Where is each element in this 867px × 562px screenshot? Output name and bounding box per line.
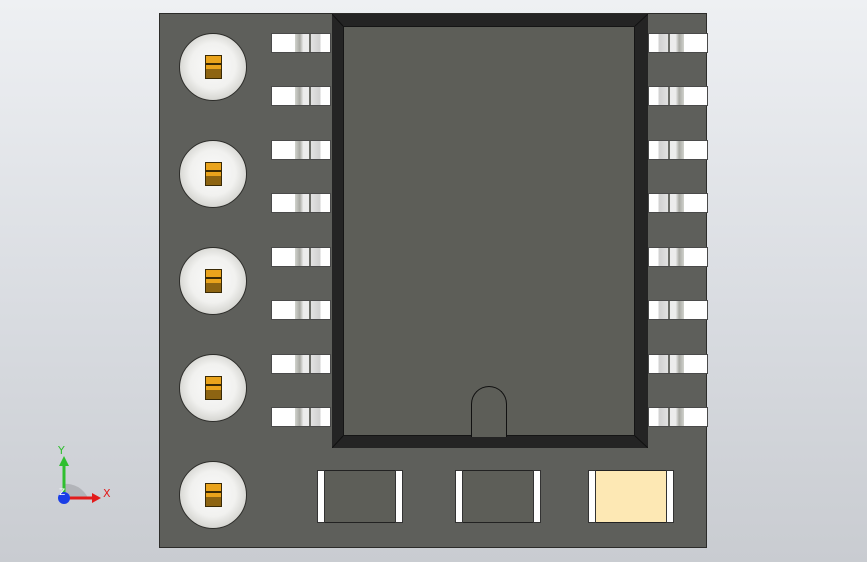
ic-pin-right-7[interactable] (648, 354, 708, 374)
z-axis-icon (58, 492, 70, 504)
smd-resistor-2[interactable] (455, 470, 541, 523)
ic-pin-left-8[interactable] (271, 407, 331, 427)
y-axis-label: Y (57, 444, 65, 457)
smd-end-cap (588, 470, 596, 523)
smd-end-cap (666, 470, 674, 523)
y-arrow-icon (59, 456, 69, 466)
led-die-icon (205, 269, 222, 293)
ic-pin-right-2[interactable] (648, 86, 708, 106)
ic-pin-left-2[interactable] (271, 86, 331, 106)
ic-pin-left-6[interactable] (271, 300, 331, 320)
smd-end-cap (317, 470, 325, 523)
smd-end-cap (533, 470, 541, 523)
ic-pin-left-1[interactable] (271, 33, 331, 53)
led-2[interactable] (179, 140, 247, 208)
led-die-icon (205, 162, 222, 186)
x-arrow-icon (92, 493, 101, 503)
led-die-icon (205, 55, 222, 79)
ic-pin-right-6[interactable] (648, 300, 708, 320)
ic-pin-right-3[interactable] (648, 140, 708, 160)
led-1[interactable] (179, 33, 247, 101)
led-die-icon (205, 376, 222, 400)
triad-plane-icon (64, 483, 88, 498)
smd-resistor-3-selected[interactable] (588, 470, 674, 523)
led-die-icon (205, 483, 222, 507)
x-axis-label: X (103, 487, 111, 500)
ic-top-face[interactable] (343, 26, 635, 436)
led-5[interactable] (179, 461, 247, 529)
coordinate-triad[interactable]: Y X Z (40, 438, 120, 518)
ic-pin-left-3[interactable] (271, 140, 331, 160)
smd-resistor-1[interactable] (317, 470, 403, 523)
ic-pin-right-8[interactable] (648, 407, 708, 427)
ic-bevel-edges (332, 14, 648, 448)
smd-end-cap (395, 470, 403, 523)
ic-pin-right-4[interactable] (648, 193, 708, 213)
ic-pin-right-5[interactable] (648, 247, 708, 267)
ic-pin-left-7[interactable] (271, 354, 331, 374)
led-3[interactable] (179, 247, 247, 315)
ic-pin-left-4[interactable] (271, 193, 331, 213)
smd-end-cap (455, 470, 463, 523)
z-axis-label: Z (59, 488, 65, 498)
led-4[interactable] (179, 354, 247, 422)
ic-pin-right-1[interactable] (648, 33, 708, 53)
ic-pin-left-5[interactable] (271, 247, 331, 267)
ic-notch (471, 386, 507, 437)
